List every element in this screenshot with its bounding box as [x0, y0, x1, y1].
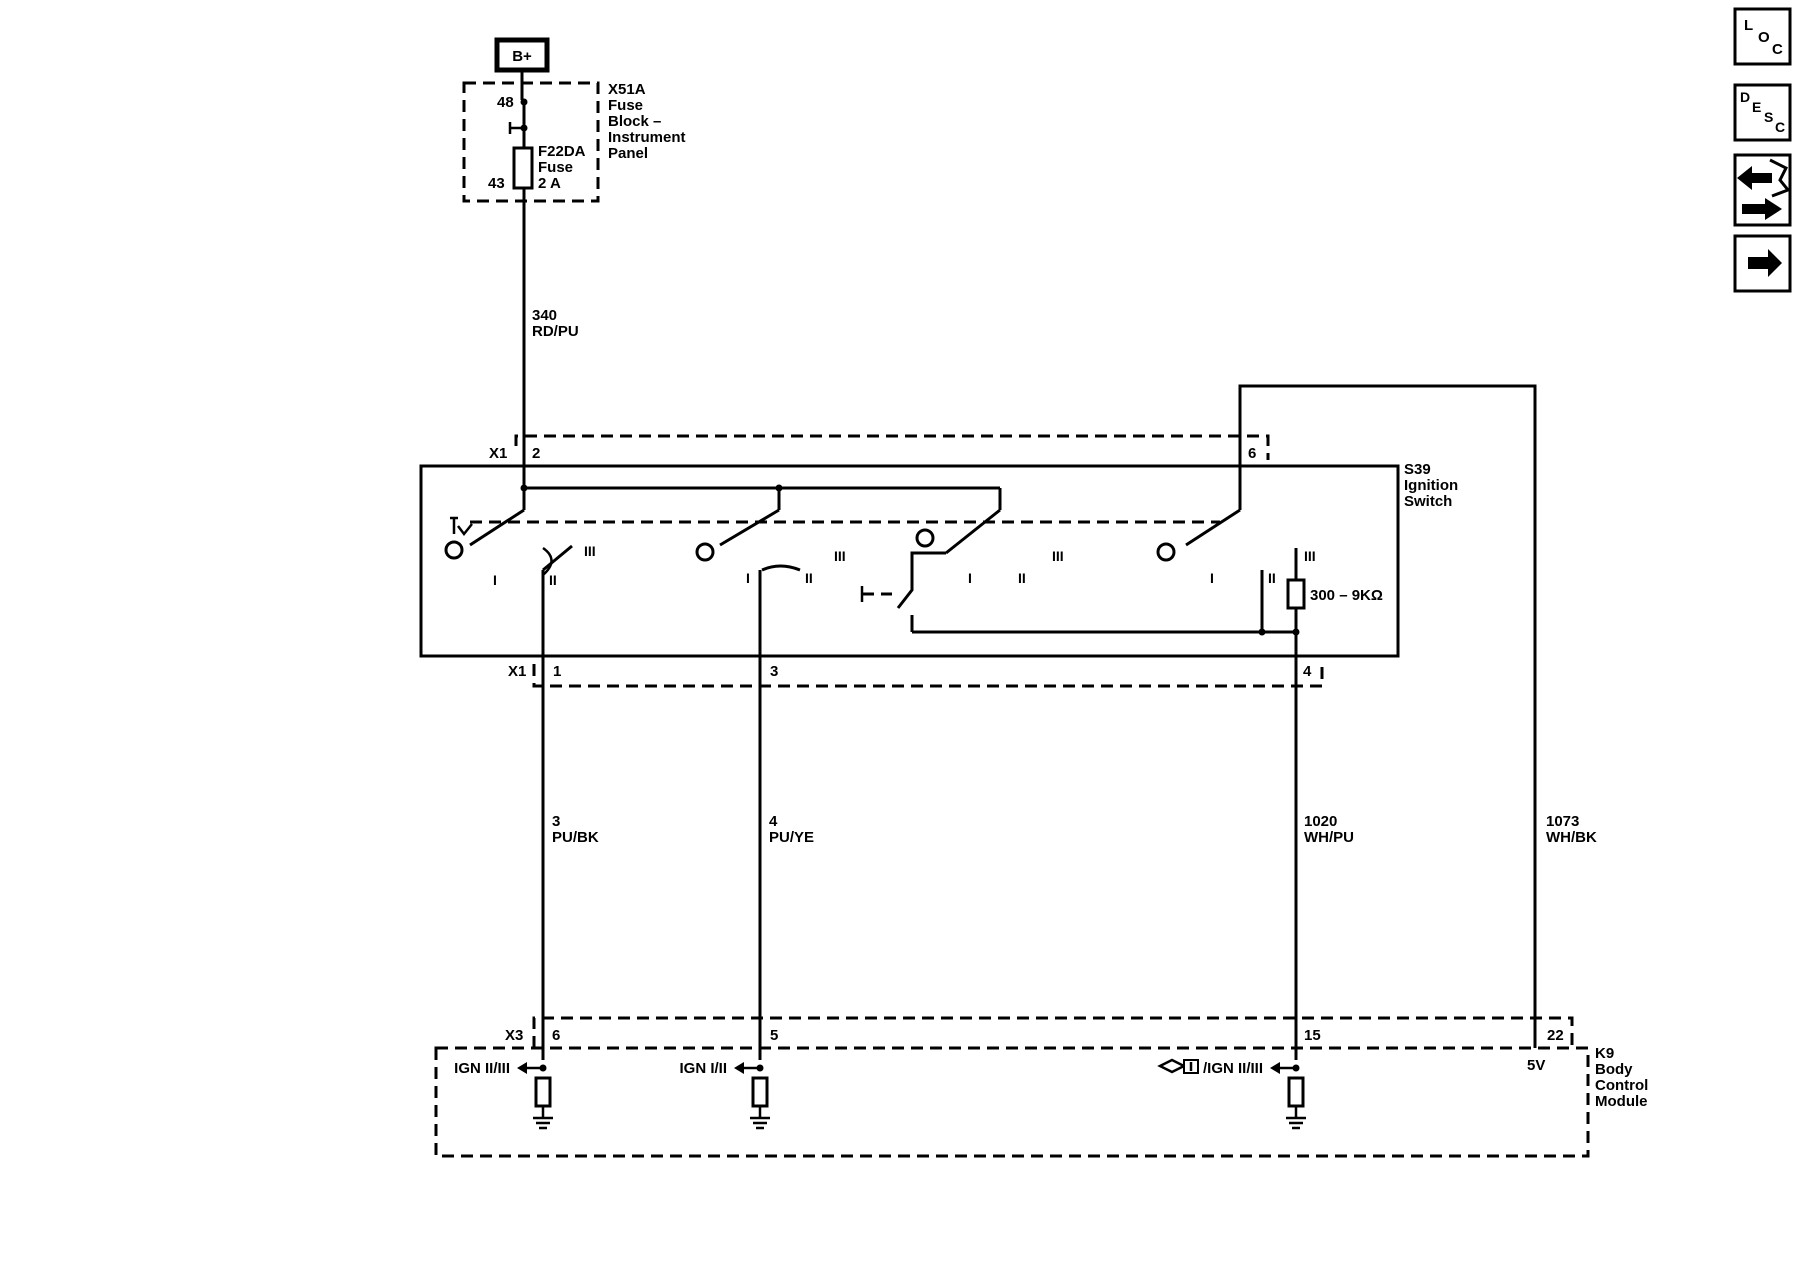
svg-text:Fuse: Fuse [608, 97, 643, 114]
wire-340-circuit: 340 [532, 307, 557, 324]
sw3-pos-i: I [968, 570, 972, 586]
next-arrow-icon[interactable] [1733, 234, 1792, 293]
svg-text:O: O [1758, 29, 1770, 46]
wire-4-color: PU/YE [769, 829, 814, 846]
sw2-pos-ii: II [805, 570, 813, 586]
sw2-pos-iii: III [834, 548, 846, 564]
ignition-switch-label: S39 Ignition Switch [1404, 461, 1458, 510]
svg-text:Module: Module [1595, 1093, 1648, 1110]
x3-label: X3 [505, 1027, 523, 1044]
sw1-pos-iii: III [584, 543, 596, 559]
x1-bottom-label: X1 [508, 663, 526, 680]
sw1-pos-i: I [493, 572, 497, 588]
fuse-f22da-symbol [512, 146, 534, 190]
fuse-pin-48: 48 [497, 94, 514, 111]
svg-text:IGN II/III: IGN II/III [454, 1060, 510, 1077]
bcm-input-ign-1-2: IGN I/II [679, 1060, 770, 1130]
svg-text:C: C [1775, 119, 1785, 135]
svg-text:S: S [1764, 109, 1773, 125]
bcm-input-key-ign-2-3: /IGN II/III [1157, 1058, 1306, 1130]
fuse-name: F22DA [538, 143, 586, 160]
fuse-word: Fuse [538, 159, 573, 176]
switch-resistor-symbol [1286, 578, 1306, 610]
bcm-outline [434, 1046, 1590, 1158]
location-button[interactable]: L O C [1733, 7, 1792, 66]
sw3-pos-ii: II [1018, 570, 1026, 586]
bcm-input-5v: 5V [1527, 1057, 1545, 1074]
x3-connector [532, 1016, 1574, 1048]
svg-text:Ignition: Ignition [1404, 477, 1458, 494]
svg-text:IGN I/II: IGN I/II [679, 1060, 727, 1077]
x3-pin-5: 5 [770, 1027, 778, 1044]
fuse-block-outline [462, 81, 600, 203]
x3-pin-22: 22 [1547, 1027, 1564, 1044]
svg-text:X51A: X51A [608, 81, 646, 98]
sw4-pos-iii: III [1304, 548, 1316, 564]
sw3-pos-iii: III [1052, 548, 1064, 564]
svg-text:Panel: Panel [608, 145, 648, 162]
sw1-pos-ii: II [549, 572, 557, 588]
bcm-input-ign-2-3: IGN II/III [454, 1060, 553, 1130]
svg-text:E: E [1752, 99, 1761, 115]
wire-1073-color: WH/BK [1546, 829, 1597, 846]
ignition-key-icon [450, 516, 473, 537]
b-plus-terminal: B+ [494, 37, 550, 73]
sw4-pos-i: I [1210, 570, 1214, 586]
wire-3-circuit: 3 [552, 813, 560, 830]
sw2-pos-i: I [746, 570, 750, 586]
svg-text:Instrument: Instrument [608, 129, 686, 146]
ignition-switch-body [419, 464, 1400, 658]
svg-text:L: L [1744, 17, 1753, 34]
svg-text:Body: Body [1595, 1061, 1633, 1078]
wire-3-color: PU/BK [552, 829, 599, 846]
x3-pin-15: 15 [1304, 1027, 1321, 1044]
x1-top-label: X1 [489, 445, 507, 462]
description-button[interactable]: D E S C [1733, 83, 1792, 142]
switch-resistor-value: 300 – 9KΩ [1310, 587, 1383, 604]
x3-pin-6: 6 [552, 1027, 560, 1044]
bcm-label: K9 Body Control Module [1595, 1045, 1648, 1110]
x1-bottom-connector [532, 664, 1324, 688]
x1-pin-6: 6 [1248, 445, 1256, 462]
fuse-pin-43: 43 [488, 175, 505, 192]
x1-pin-1: 1 [553, 663, 561, 680]
svg-text:C: C [1772, 41, 1783, 58]
x1-top-connector [514, 434, 1270, 460]
svg-text:S39: S39 [1404, 461, 1431, 478]
wire-1073-circuit: 1073 [1546, 813, 1579, 830]
svg-text:Control: Control [1595, 1077, 1648, 1094]
svg-text:K9: K9 [1595, 1045, 1614, 1062]
fuse-rating: 2 A [538, 175, 561, 192]
x1-pin-3: 3 [770, 663, 778, 680]
wire-340-color: RD/PU [532, 323, 579, 340]
x1-pin-4: 4 [1303, 663, 1312, 680]
locate-connector-icon[interactable] [1733, 153, 1792, 227]
fuse-block-label: X51A Fuse Block – Instrument Panel [608, 81, 686, 162]
wire-1020-circuit: 1020 [1304, 813, 1337, 830]
sw4-pos-ii: II [1268, 570, 1276, 586]
x1-pin-2: 2 [532, 445, 540, 462]
svg-text:Block –: Block – [608, 113, 661, 130]
key-icon [1157, 1058, 1199, 1074]
b-plus-label: B+ [512, 48, 532, 65]
wire-4-circuit: 4 [769, 813, 778, 830]
svg-text:/IGN II/III: /IGN II/III [1203, 1060, 1263, 1077]
svg-text:Switch: Switch [1404, 493, 1452, 510]
svg-text:D: D [1740, 89, 1750, 105]
wire-1020-color: WH/PU [1304, 829, 1354, 846]
